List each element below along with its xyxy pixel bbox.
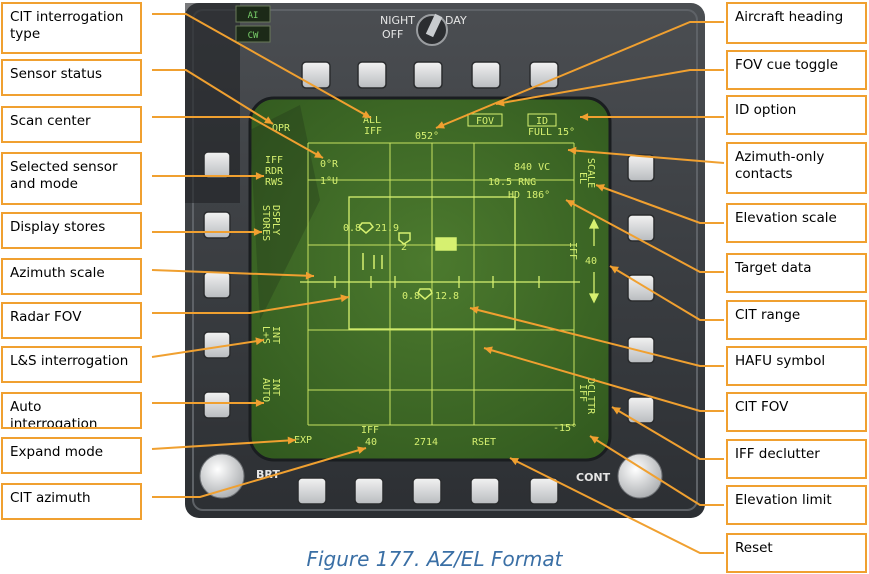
top-pushbutton-1[interactable]: [302, 62, 330, 88]
unknown-contact-symbol: [436, 238, 456, 250]
cit-azimuth: 40: [365, 437, 377, 448]
contact1-range: 0.8: [343, 223, 361, 234]
el-option: EL: [577, 172, 588, 184]
iff-dclttr-label: IFF: [577, 384, 588, 402]
ai-indicator-label: AI: [248, 11, 259, 21]
iff-azimuth-label: IFF: [361, 425, 379, 436]
fov-label: FOV: [476, 116, 494, 127]
bottom-pushbutton-5[interactable]: [530, 478, 558, 504]
target-heading: HD 186°: [508, 190, 550, 201]
opr-status: OPR: [272, 123, 291, 134]
left-pushbutton-3[interactable]: [204, 272, 230, 298]
sensor-rdr: RDR: [265, 166, 284, 177]
contact3-value: 12.8: [435, 291, 459, 302]
left-pushbutton-1[interactable]: [204, 152, 230, 178]
aircraft-heading: 052°: [415, 131, 439, 142]
contact3-range: 0.8: [402, 291, 420, 302]
cit-range: 40: [585, 256, 597, 267]
auto-option: AUTO: [260, 378, 271, 402]
elevation-limit: -15°: [553, 423, 577, 434]
top-pushbutton-2[interactable]: [358, 62, 386, 88]
right-pushbutton-4[interactable]: [628, 337, 654, 363]
contact1-value: 21.9: [375, 223, 399, 234]
bottom-pushbutton-1[interactable]: [298, 478, 326, 504]
top-pushbutton-3[interactable]: [414, 62, 442, 88]
top-pushbutton-5[interactable]: [530, 62, 558, 88]
stores-option: STORES: [260, 205, 271, 241]
mode-code: 2714: [414, 437, 438, 448]
scan-center-el: 1°U: [320, 176, 338, 187]
cont-label: CONT: [576, 471, 611, 484]
int-option: INT: [270, 326, 281, 344]
iff-label-top: IFF: [364, 126, 382, 137]
right-pushbutton-2[interactable]: [628, 215, 654, 241]
off-label: OFF: [382, 28, 403, 41]
id-full: FULL: [528, 127, 552, 138]
dsply-option: DSPLY: [270, 205, 281, 235]
sensor-rws: RWS: [265, 177, 283, 188]
night-label: NIGHT: [380, 14, 415, 27]
target-closure: 840 VC: [514, 162, 550, 173]
auto-int-option: INT: [270, 378, 281, 396]
day-label: DAY: [445, 14, 467, 27]
top-pushbutton-4[interactable]: [472, 62, 500, 88]
left-pushbutton-2[interactable]: [204, 212, 230, 238]
exp-option: EXP: [294, 435, 312, 446]
id-full-mark: 15°: [557, 127, 575, 138]
bottom-pushbutton-3[interactable]: [413, 478, 441, 504]
bottom-pushbutton-2[interactable]: [355, 478, 383, 504]
rset-option: RSET: [472, 437, 496, 448]
right-pushbutton-1[interactable]: [628, 155, 654, 181]
id-label: ID: [536, 116, 548, 127]
scan-center-az: 0°R: [320, 159, 339, 170]
bottom-pushbutton-4[interactable]: [471, 478, 499, 504]
iff-range-label: IFF: [567, 242, 578, 260]
contact2-label: 2: [401, 242, 407, 253]
target-range: 10.5 RNG: [488, 177, 536, 188]
sensor-iff: IFF: [265, 155, 283, 166]
cw-indicator-label: CW: [248, 31, 259, 41]
left-pushbutton-5[interactable]: [204, 392, 230, 418]
